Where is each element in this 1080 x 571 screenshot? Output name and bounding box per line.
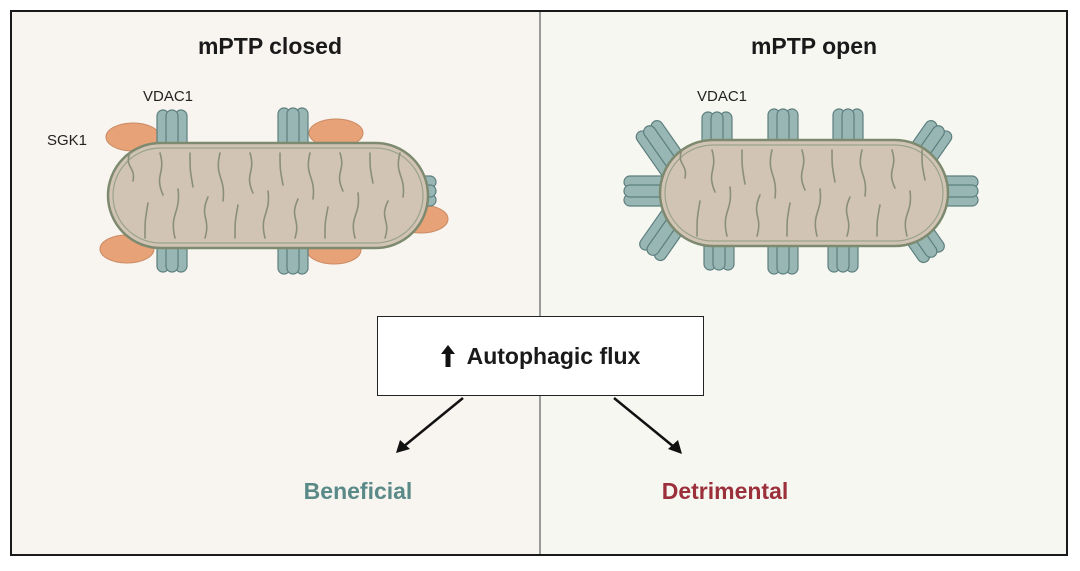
vdac1-label-right: VDAC1 [697, 88, 748, 105]
arrowhead-beneficial [396, 440, 410, 453]
mitochondrion-body [658, 138, 950, 248]
mitochondrion-open [623, 108, 979, 275]
outcome-detrimental: Detrimental [661, 478, 789, 504]
right-panel [541, 12, 1066, 554]
up-arrow-icon [440, 345, 455, 367]
vdac1-label-left: VDAC1 [143, 88, 194, 105]
arrow-to-beneficial [402, 397, 464, 448]
autophagic-flux-box: Autophagic flux [377, 316, 704, 396]
mitochondrion-body [106, 141, 430, 250]
mitochondrion-closed [99, 107, 449, 275]
arrows [396, 397, 682, 454]
left-panel [12, 12, 540, 554]
outcome-beneficial: Beneficial [303, 478, 413, 504]
figure-frame [10, 10, 1068, 556]
panel-divider [539, 12, 541, 554]
right-panel-title: mPTP open [750, 33, 878, 59]
left-panel-title: mPTP closed [197, 33, 343, 59]
arrow-to-detrimental [613, 397, 675, 448]
autophagic-flux-label: Autophagic flux [466, 342, 641, 369]
arrowhead-detrimental [668, 440, 682, 454]
sgk1-label: SGK1 [47, 132, 88, 149]
